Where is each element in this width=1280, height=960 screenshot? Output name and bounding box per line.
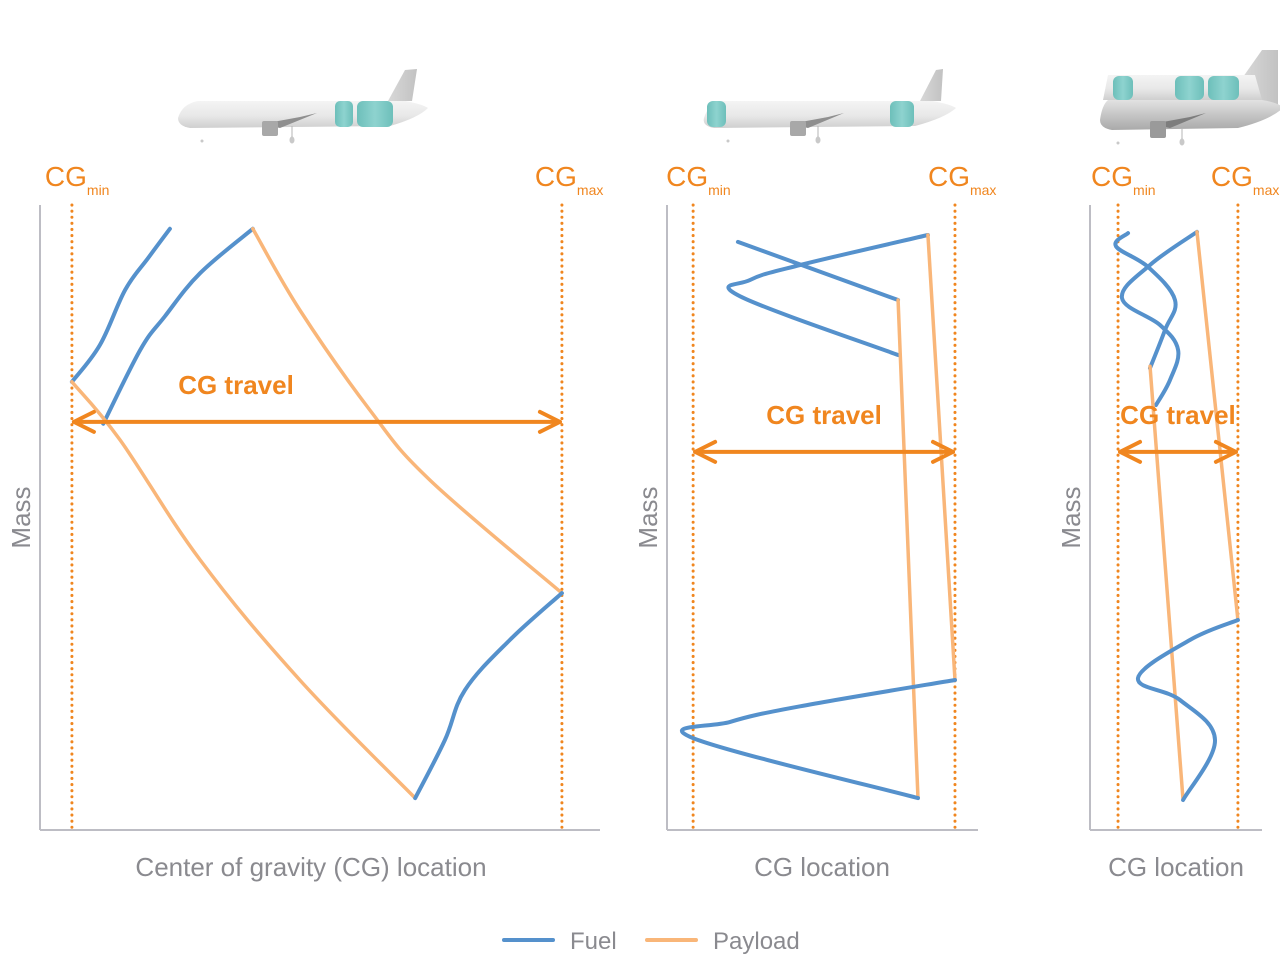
cg-min-label: CGmin [45,161,110,198]
cg-travel-label: CG travel [178,370,294,400]
series-fuel-line [1119,229,1199,407]
landing-gear [726,139,730,143]
series-fuel-line [69,226,172,384]
series-payload-line [70,380,417,800]
cg-min-subscript: min [708,182,731,198]
landing-gear [200,139,204,143]
fuel-tank [707,101,726,127]
cg-travel-arrowhead-right [537,409,562,434]
y-axis-title: Mass [633,486,663,548]
legend-label-fuel: Fuel [570,928,617,955]
cg-min-label: CGmin [666,161,731,198]
fuel-tank [890,101,914,127]
cg-max-label: CGmax [928,161,996,198]
series-payload-line [1148,364,1185,802]
aircraft-illustration-1 [178,69,428,144]
landing-gear [289,136,295,144]
series-payload-line [251,227,564,595]
aircraft-illustration-2 [703,69,956,144]
series-payload-line [1195,230,1240,622]
cg-travel-arrow [71,409,562,434]
series-fuel-line [413,591,564,801]
cg-max-subscript: max [1253,182,1279,198]
series-payload-line [896,298,920,800]
engine [790,121,806,136]
y-axis-title: Mass [6,486,36,548]
cg-max-label: CGmax [535,161,603,198]
cg-travel-label: CG travel [766,400,882,430]
y-axis-title: Mass [1056,486,1086,548]
landing-gear [1116,141,1120,145]
series-fuel-line [680,678,957,801]
x-axis-title: CG location [1108,852,1244,882]
chart-panel-front-and-aft-tanks: Mass CG location CGmin CGmax CG travel [633,161,996,882]
fuselage [1100,100,1280,130]
series-fuel-line [726,233,930,357]
tail-fin [388,69,417,101]
cg-travel-arrowhead-left [693,439,718,464]
engine [262,121,278,136]
cg-travel-arrow [1118,439,1238,464]
landing-gear [815,136,821,144]
fuel-tank [1208,76,1239,100]
cg-min-subscript: min [87,182,110,198]
cg-min-label: CGmin [1091,161,1156,198]
fuel-tank [335,101,353,127]
x-axis-title: CG location [754,852,890,882]
series-fuel-line [1113,231,1178,371]
cg-max-label: CGmax [1211,161,1279,198]
cg-travel-arrow [693,439,955,464]
cg-max-subscript: max [577,182,603,198]
cg-max-subscript: max [970,182,996,198]
fuel-tank [1175,76,1204,100]
series-fuel-line [1136,618,1240,802]
series-fuel-line [101,226,255,426]
aircraft-illustration-3 [1100,50,1280,146]
fuel-tank [357,101,393,127]
fuselage [703,101,956,128]
fuel-tank [1113,76,1133,100]
cg-travel-arrowhead-left [71,409,96,434]
cg-travel-arrowhead-left [1118,439,1143,464]
engine [1150,121,1166,138]
legend: Fuel Payload [502,928,800,955]
tail-fin [920,69,943,101]
chart-panel-upper-deck-tanks: Mass CG location CGmin CGmax CG travel [1056,161,1279,882]
legend-item-fuel: Fuel [502,928,617,955]
cg-min-subscript: min [1133,182,1156,198]
legend-item-payload: Payload [645,928,800,955]
cg-travel-label: CG travel [1120,400,1236,430]
series-fuel-line [735,239,901,302]
cg-travel-arrowhead-right [930,439,955,464]
legend-label-payload: Payload [713,928,800,955]
landing-gear [1179,138,1185,146]
x-axis-title: Center of gravity (CG) location [135,852,486,882]
cg-travel-arrowhead-right [1213,439,1238,464]
